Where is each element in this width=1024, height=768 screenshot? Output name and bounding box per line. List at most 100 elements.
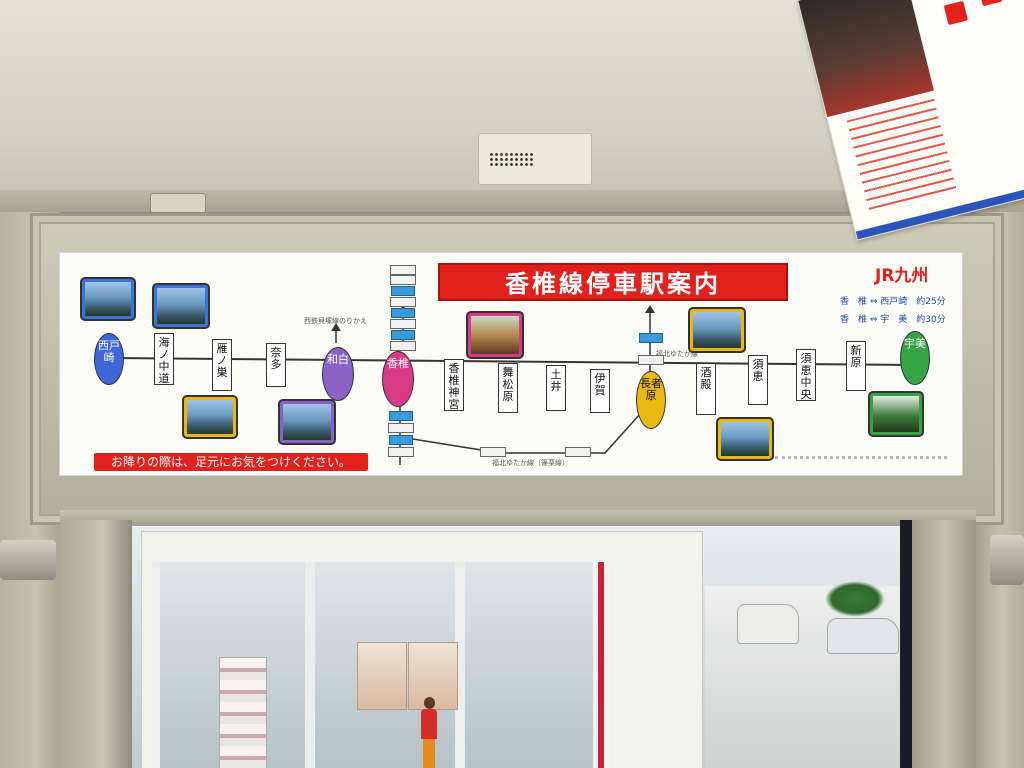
upper-transfer-note: 西鉄貝塚線のりかえ <box>304 317 367 325</box>
photo-image <box>283 404 331 440</box>
main-line <box>107 357 913 366</box>
palm-tree <box>825 581 885 617</box>
station-name: 伊賀 <box>594 372 606 397</box>
glass-panel-3 <box>457 562 603 768</box>
north-arrow <box>645 305 655 313</box>
red-pillar <box>593 562 609 768</box>
child-body <box>421 709 437 739</box>
travel-time-2: 香 椎 ⇔ 宇 美 約30分 <box>840 315 946 325</box>
right-grab-handle <box>990 535 1024 585</box>
door-lintel <box>60 510 976 528</box>
station-uminonakamichi: 海ノ中道 <box>154 333 174 385</box>
station-sue-chuo: 須恵中央 <box>796 349 816 401</box>
chip-16 <box>565 447 591 457</box>
station-kashii-jingu: 香椎神宮 <box>444 359 464 411</box>
station-name: 香椎 <box>387 357 409 370</box>
chip-9 <box>389 411 413 421</box>
parked-van <box>737 604 799 644</box>
station-shinbaru: 新原 <box>846 341 866 391</box>
left-door-frame <box>60 520 132 768</box>
branch-north-label: 福北ゆたか線 <box>656 350 698 358</box>
safety-warning: お降りの際は、足元にお気をつけください。 <box>94 453 368 471</box>
photo-image <box>873 396 919 432</box>
chip-7 <box>391 330 415 340</box>
station-maimatsubara: 舞松原 <box>498 363 518 413</box>
station-sakado: 酒殿 <box>696 363 716 415</box>
station-chojabaru: 長者原 <box>636 371 666 429</box>
chip-13 <box>639 333 663 343</box>
travel-times: 香 椎 ⇔ 西戸崎 約25分 香 椎 ⇔ 宇 美 約30分 <box>840 293 946 329</box>
station-wajiro: 和白 <box>322 347 354 401</box>
photo-gannosu <box>182 395 238 439</box>
photo-wajiro <box>278 399 336 445</box>
wajiro-arrow <box>331 323 341 331</box>
child-legs <box>423 739 435 768</box>
photo-image <box>157 288 205 324</box>
branch-south-label: 福北ゆたか線（篠栗線） <box>492 459 569 467</box>
frame-clip <box>150 193 206 213</box>
left-grab-handle <box>0 540 56 580</box>
right-door-frame <box>900 520 976 768</box>
chip-8 <box>390 341 416 351</box>
station-name: 土井 <box>550 368 562 393</box>
photo-image <box>187 400 233 434</box>
station-name: 奈多 <box>270 346 282 371</box>
ceiling-speaker <box>478 133 592 185</box>
child-figure <box>420 697 438 768</box>
chip-2 <box>390 275 416 285</box>
station-name: 雁ノ巣 <box>216 342 228 379</box>
station-saitozaki: 西戸崎 <box>94 333 124 385</box>
chip-15 <box>480 447 506 457</box>
station-name: 宇美 <box>904 337 926 350</box>
station-gannosu: 雁ノ巣 <box>212 339 232 391</box>
chip-3 <box>391 286 415 296</box>
photo-sue <box>716 417 774 461</box>
route-map-panel: 香椎線停車駅案内 JR九州 香 椎 ⇔ 西戸崎 約25分 香 椎 ⇔ 宇 美 約… <box>60 253 962 475</box>
photo-image <box>693 312 741 348</box>
chip-4 <box>390 297 416 307</box>
station-name: 西戸崎 <box>98 339 120 364</box>
parked-car <box>827 618 899 654</box>
station-name: 長者原 <box>640 377 662 402</box>
photo-uminonakamichi <box>152 283 210 329</box>
chip-14 <box>638 355 664 365</box>
photo-umi <box>868 391 924 437</box>
photo-saitozaki <box>80 277 136 321</box>
station-umi: 宇美 <box>900 331 930 385</box>
fine-print <box>775 456 947 460</box>
ad-text-lines <box>846 98 958 214</box>
chip-5 <box>391 308 415 318</box>
station-name: 香椎神宮 <box>448 362 460 411</box>
station-iga: 伊賀 <box>590 369 610 413</box>
open-door-view <box>125 526 915 768</box>
brochure-rack <box>219 657 267 768</box>
poster-1 <box>357 642 407 710</box>
photo-image <box>721 422 769 456</box>
station-name: 新原 <box>850 344 862 369</box>
photo-kashii-jingu <box>466 311 524 359</box>
station-name: 海ノ中道 <box>158 336 170 385</box>
chip-11 <box>389 435 413 445</box>
photo-sakado <box>688 307 746 353</box>
station-name: 酒殿 <box>700 366 712 391</box>
station-sue: 須恵 <box>748 355 768 405</box>
chip-12 <box>388 447 414 457</box>
station-doi: 土井 <box>546 365 566 411</box>
chip-1 <box>390 265 416 275</box>
speaker-grill <box>489 152 533 166</box>
ad-badge-2 <box>978 0 1003 7</box>
station-name: 須恵 <box>752 358 764 383</box>
station-name: 須恵中央 <box>800 352 812 401</box>
photo-image <box>85 282 131 316</box>
station-nata: 奈多 <box>266 343 286 387</box>
child-head <box>424 697 435 709</box>
photo-image <box>471 316 519 354</box>
station-name: 舞松原 <box>502 366 514 403</box>
ad-badge-1 <box>943 0 968 26</box>
travel-time-1: 香 椎 ⇔ 西戸崎 約25分 <box>840 297 946 307</box>
chip-10 <box>388 423 414 433</box>
station-building <box>141 531 703 768</box>
sasaguri-line <box>399 402 651 454</box>
map-title: 香椎線停車駅案内 <box>438 263 788 301</box>
station-name: 和白 <box>327 353 349 366</box>
